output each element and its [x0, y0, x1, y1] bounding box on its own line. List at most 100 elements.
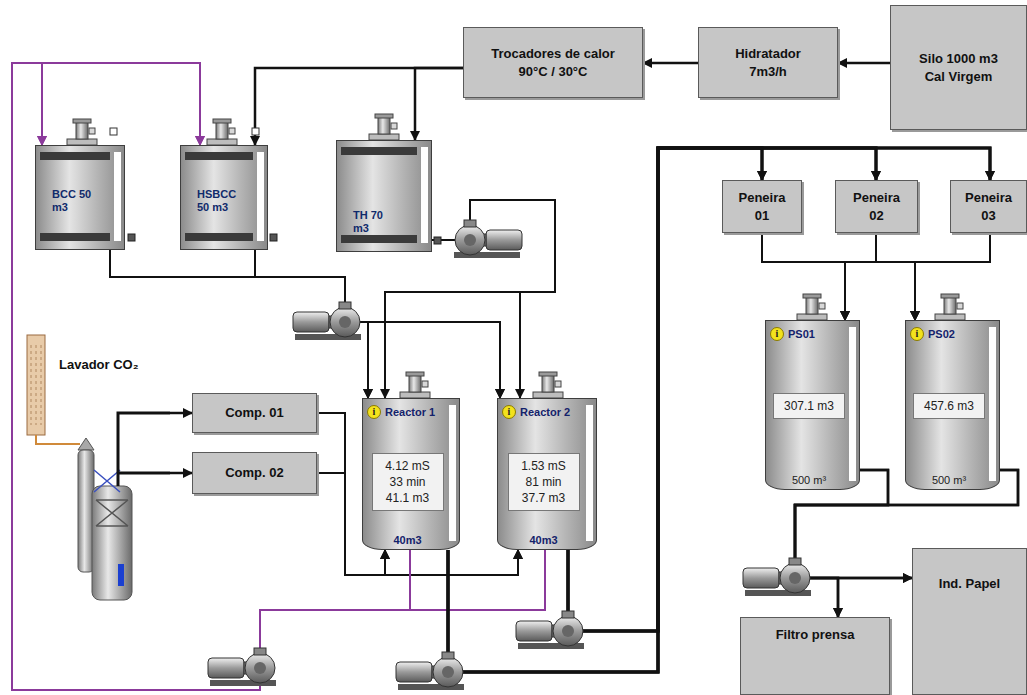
readout-panel: 457.6 m3 — [913, 393, 985, 419]
pump-symbol — [743, 558, 811, 596]
storage-tank: TH 70 m3 — [336, 140, 432, 252]
flow-line — [448, 148, 762, 672]
flow-line — [170, 472, 192, 475]
readout-value: 33 min — [389, 474, 425, 490]
compressor-box: Comp. 02 — [192, 452, 317, 494]
flow-line — [915, 233, 990, 320]
readout-value: 457.6 m3 — [924, 398, 974, 414]
agitator-symbol — [935, 294, 965, 320]
flow-line — [110, 250, 500, 398]
readout-panel: 4.12 mS33 min41.1 m3 — [372, 453, 444, 511]
box-title: Peneira 03 — [958, 189, 1020, 225]
agitator-symbol — [207, 119, 237, 145]
flow-line — [12, 63, 545, 690]
flow-line — [876, 233, 915, 320]
readout-value: 307.1 m3 — [784, 398, 834, 414]
box-title: Silo 1000 m3 — [919, 50, 998, 68]
box-title: Comp. 02 — [225, 464, 284, 482]
flow-line — [255, 68, 463, 145]
tank-title: PS01 — [788, 328, 815, 340]
filter-press-box: Filtro prensa — [740, 617, 890, 695]
box-detail: 7m3/h — [749, 63, 787, 81]
screen-box: Peneira 02 — [835, 180, 918, 233]
pump-symbol — [516, 611, 584, 649]
readout-value: 81 min — [525, 474, 561, 490]
tank-header: i Reactor 2 — [502, 405, 570, 419]
stack — [27, 335, 45, 435]
spray-section — [94, 470, 120, 492]
tank-header: i Reactor 1 — [367, 405, 435, 419]
agitator-symbol — [797, 294, 827, 320]
sensor-box — [110, 128, 117, 135]
gas-outlet-pipe — [118, 413, 170, 486]
box-title: Filtro prensa — [776, 626, 855, 644]
flow-line — [415, 68, 463, 140]
stack-marking — [31, 345, 41, 425]
co2-scrubber: Lavador CO₂ — [55, 355, 170, 600]
readout-panel: 307.1 m3 — [773, 393, 845, 419]
flow-line — [762, 233, 845, 320]
silo-box: Silo 1000 m3Cal Virgem — [890, 5, 1027, 130]
pump-symbol — [208, 648, 276, 686]
info-icon: i — [367, 405, 381, 419]
box-title: Trocadores de calor — [491, 45, 615, 63]
capacity-label: 40m3 — [529, 534, 557, 546]
flow-line — [568, 148, 876, 631]
box-title: Lavador CO₂ — [59, 357, 166, 372]
agitator-symbol — [533, 372, 563, 398]
flow-line — [845, 233, 876, 320]
readout-value: 41.1 m3 — [386, 490, 429, 506]
flow-line — [838, 62, 890, 65]
reactor-tank: i Reactor 2 1.53 mS81 min37.7 m3 40m3 — [497, 398, 597, 550]
tank-label: TH 70 m3 — [353, 209, 399, 235]
storage-tank: i PS02 457.6 m3 500 m³ — [905, 320, 1000, 490]
storage-tank: HSBCC 50 m3 — [180, 145, 268, 250]
info-icon: i — [502, 405, 516, 419]
capacity-label: 500 m³ — [932, 474, 966, 486]
tank-title: Reactor 2 — [520, 406, 570, 418]
flow-line — [255, 250, 500, 398]
flow-line — [432, 200, 555, 398]
agitator-symbol — [369, 114, 399, 140]
column-cap — [78, 438, 94, 450]
reactor-tank: i Reactor 1 4.12 mS33 min41.1 m3 40m3 — [362, 398, 460, 550]
flow-line — [255, 250, 368, 398]
heat-exchanger-box: Trocadores de calor90°C / 30°C — [463, 27, 643, 98]
sensor-box — [128, 234, 135, 241]
flow-line — [643, 62, 698, 65]
pump-symbol — [293, 302, 361, 340]
tank-title: Reactor 1 — [385, 406, 435, 418]
box-detail: Cal Virgem — [925, 68, 993, 86]
flow-line — [845, 233, 990, 320]
info-icon: i — [910, 327, 924, 341]
tank-title: PS02 — [928, 328, 955, 340]
connector-group — [12, 63, 1018, 690]
box-title: Hidratador — [735, 45, 801, 63]
flow-line — [12, 63, 545, 690]
gas-pipe — [36, 435, 80, 444]
flow-line — [170, 412, 192, 415]
readout-panel: 1.53 mS81 min37.7 m3 — [508, 453, 580, 511]
box-title: Peneira 01 — [731, 189, 793, 225]
storage-tank: BCC 50 m3 — [35, 145, 125, 250]
agitator-symbol — [67, 119, 97, 145]
paper-industry-box: Ind. Papel — [912, 548, 1027, 695]
info-icon: i — [770, 327, 784, 341]
pump-symbol — [454, 220, 522, 258]
compressor-box: Comp. 01 — [192, 393, 317, 433]
screen-box: Peneira 03 — [950, 180, 1027, 233]
flow-line — [448, 148, 876, 672]
level-indicator — [118, 564, 124, 586]
box-title: Ind. Papel — [939, 575, 1000, 593]
tank-label: BCC 50 m3 — [52, 188, 98, 214]
readout-value: 4.12 mS — [385, 458, 430, 474]
readout-value: 37.7 m3 — [522, 490, 565, 506]
capacity-label: 40m3 — [393, 534, 421, 546]
sensor-box — [252, 128, 259, 135]
hydrator-box: Hidratador7m3/h — [698, 27, 838, 98]
storage-tank: iPS01307.1 m3500 m³ — [765, 320, 860, 490]
tank-label: HSBCC 50 m3 — [197, 188, 243, 214]
